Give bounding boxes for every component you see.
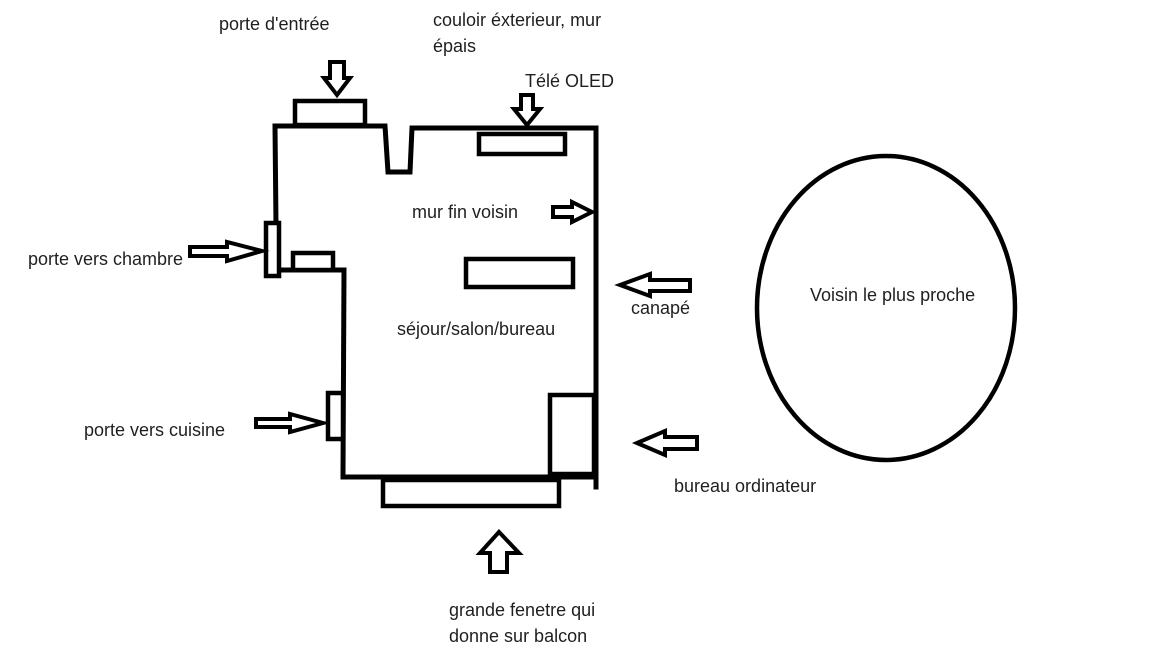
- label-bedroom-door: porte vers chambre: [28, 249, 184, 269]
- label-living-room: séjour/salon/bureau: [397, 319, 556, 339]
- label-nearest-neighbor: Voisin le plus proche: [810, 285, 976, 305]
- arrow-left-desk: [631, 427, 699, 459]
- computer-desk: [547, 392, 597, 477]
- label-kitchen-door: porte vers cuisine: [84, 420, 226, 440]
- label-oled-tv: Télé OLED: [525, 71, 615, 91]
- nearest-neighbor-ellipse: [754, 153, 1018, 463]
- arrow-right-bedroom: [188, 239, 270, 264]
- arrow-left-sofa: [614, 271, 692, 299]
- front-door: [292, 98, 368, 128]
- big-window: [380, 477, 562, 509]
- arrow-down-front-door: [319, 60, 355, 99]
- label-sofa: canapé: [631, 298, 691, 318]
- sofa: [463, 256, 576, 290]
- bedroom-door: [263, 220, 282, 279]
- oled-tv: [476, 131, 568, 157]
- arrow-right-kitchen: [254, 411, 331, 435]
- label-big-window: grande fenetre qui donne sur balcon: [449, 600, 596, 646]
- small-furniture: [290, 250, 336, 273]
- kitchen-door: [325, 390, 346, 442]
- arrow-down-tv: [509, 93, 545, 129]
- wall-left-upper: [272, 123, 279, 228]
- arrow-up-window: [475, 529, 524, 574]
- label-outer-corridor: couloir éxterieur, mur épais: [433, 10, 602, 56]
- label-thin-wall-neighbor: mur fin voisin: [412, 202, 519, 222]
- label-computer-desk: bureau ordinateur: [674, 476, 817, 496]
- wall-mid-step: [275, 267, 347, 478]
- label-front-door: porte d'entrée: [219, 14, 330, 34]
- arrow-right-thin-wall: [551, 198, 597, 226]
